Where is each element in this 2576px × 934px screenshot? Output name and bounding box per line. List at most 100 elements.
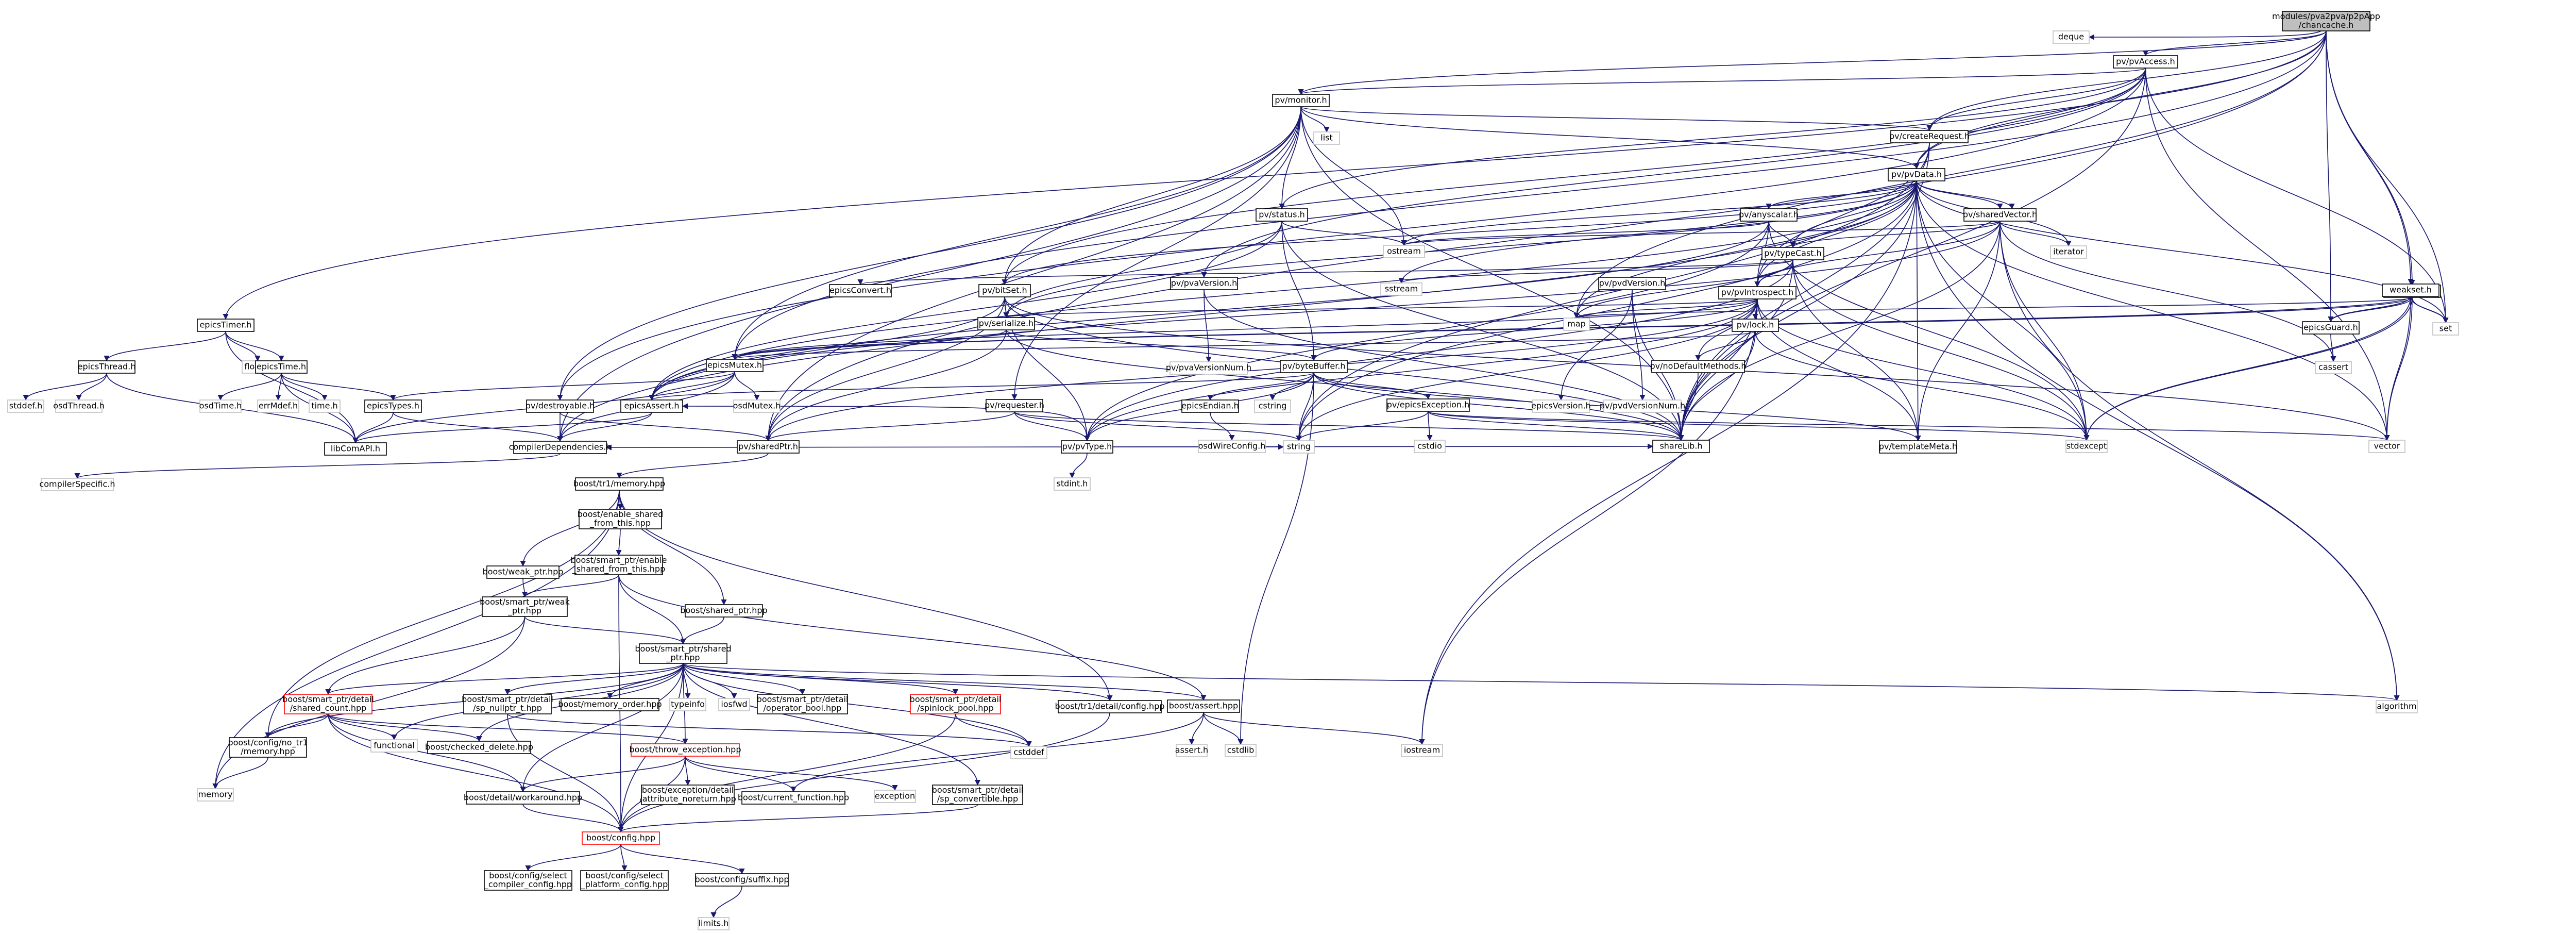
node-label-sstream: sstream <box>1385 284 1418 294</box>
node-box-pvdVersion <box>1598 277 1666 290</box>
node-spConvertible[interactable]: boost/smart_ptr/detail/sp_convertible.hp… <box>932 785 1024 805</box>
node-label-spSharedCount: /shared_count.hpp <box>290 703 367 713</box>
node-tr1memory[interactable]: boost/tr1/memory.hpp <box>573 477 665 491</box>
node-epicsTypes[interactable]: epicsTypes.h <box>364 399 422 413</box>
node-label-epicsAssert: epicsAssert.h <box>624 401 679 411</box>
node-destroyable[interactable]: pv/destroyable.h <box>526 399 595 413</box>
node-pvType[interactable]: pv/pvType.h <box>1061 440 1113 454</box>
node-excAttr[interactable]: boost/exception/detail/attribute_noretur… <box>639 785 736 805</box>
node-sharedVector[interactable]: pv/sharedVector.h <box>1963 208 2037 222</box>
node-box-excAttr <box>641 785 735 805</box>
node-pvIntrospect[interactable]: pv/pvIntrospect.h <box>1718 286 1797 299</box>
node-libComAPI[interactable]: libComAPI.h <box>324 442 387 456</box>
node-memoryOrder[interactable]: boost/memory_order.hpp <box>558 698 662 711</box>
node-pvaVersion[interactable]: pv/pvaVersion.h <box>1170 277 1238 290</box>
node-sharedLib[interactable]: shareLib.h <box>1652 440 1710 453</box>
node-pvstatus[interactable]: pv/status.h <box>1256 208 1308 222</box>
node-spOperatorBool[interactable]: boost/smart_ptr/detail/operator_bool.hpp <box>757 694 849 714</box>
edge-throwException-to-currentFunction <box>685 756 796 793</box>
node-epicsGuard[interactable]: epicsGuard.h <box>2302 321 2360 335</box>
node-label-enableShared: _from_this.hpp <box>589 518 651 528</box>
node-currentFunction[interactable]: boost/current_function.hpp <box>738 791 849 805</box>
node-box-cstddef <box>1010 746 1047 759</box>
node-configNoTr1[interactable]: boost/config/no_tr1/memory.hpp <box>228 737 308 758</box>
node-boostAssert[interactable]: boost/assert.hpp <box>1167 699 1240 713</box>
node-workaround[interactable]: boost/detail/workaround.hpp <box>464 791 582 805</box>
node-boostConfig[interactable]: boost/config.hpp <box>582 831 660 845</box>
node-selectPlatform[interactable]: boost/config/select_platform_config.hpp <box>580 870 669 891</box>
node-label-cstddef: cstddef <box>1013 747 1044 757</box>
node-box-epicsTimer <box>197 319 255 332</box>
edge-throwException-to-workaround <box>520 756 686 793</box>
node-sharedptrhpp[interactable]: boost/shared_ptr.hpp <box>680 604 768 618</box>
node-root[interactable]: modules/pva2pva/p2pApp/chancache.h <box>2272 11 2380 31</box>
node-box-cstring <box>1254 399 1291 413</box>
node-box-osdThread <box>55 399 103 413</box>
node-spSharedCount[interactable]: boost/smart_ptr/detail/shared_count.hpp <box>282 694 374 714</box>
node-spShared[interactable]: boost/smart_ptr/shared_ptr.hpp <box>635 643 732 664</box>
edge-pvaException-to-vector <box>1428 411 2389 441</box>
node-label-deque: deque <box>2058 32 2084 42</box>
node-enableShared[interactable]: boost/enable_shared_from_this.hpp <box>578 509 663 529</box>
node-pvAccess[interactable]: pv/pvAccess.h <box>2113 55 2178 69</box>
edge-spSharedCount-to-checkedDelete <box>328 713 482 742</box>
node-epicsTime[interactable]: epicsTime.h <box>255 360 308 374</box>
edge-byteBuffer-to-pvaException <box>1313 372 1431 400</box>
node-label-noDefault: pv/noDefaultMethods.h <box>1650 361 1747 371</box>
node-serialize[interactable]: pv/serialize.h <box>977 317 1035 330</box>
node-configSuffix[interactable]: boost/config/suffix.hpp <box>694 873 789 887</box>
node-weakptr[interactable]: boost/weak_ptr.hpp <box>483 565 564 579</box>
edge-lock-to-epicsMutex <box>732 331 1756 360</box>
node-epicsAssert[interactable]: epicsAssert.h <box>620 399 683 413</box>
node-epicsConvert[interactable]: epicsConvert.h <box>829 284 892 297</box>
node-pvdVersion[interactable]: pv/pvdVersion.h <box>1598 277 1666 290</box>
edge-pvstatus-to-sharedLib <box>1281 221 1684 441</box>
node-spNullptr[interactable]: boost/smart_ptr/detail/sp_nullptr_t.hpp <box>462 694 553 714</box>
node-anyscalar[interactable]: pv/anyscalar.h <box>1739 208 1799 222</box>
node-requester[interactable]: pv/requester.h <box>985 399 1044 412</box>
node-sharedPtr[interactable]: pv/sharedPtr.h <box>737 440 800 454</box>
node-throwException[interactable]: boost/throw_exception.hpp <box>630 743 741 757</box>
node-typeCast[interactable]: pv/typeCast.h <box>1761 247 1824 260</box>
node-stdinth: stdint.h <box>1054 477 1091 491</box>
node-pvaException[interactable]: pv/epicsException.h <box>1386 398 1470 412</box>
node-label-sharedptrhpp: boost/shared_ptr.hpp <box>680 606 767 616</box>
node-label-timeh: time.h <box>311 401 337 411</box>
node-label-compilerSpecific: compilerSpecific.h <box>39 479 115 489</box>
node-selectCompiler[interactable]: boost/config/select_compiler_config.hpp <box>484 870 572 891</box>
node-box-cassert <box>2315 361 2352 374</box>
edge-tr1memory-to-weakptr <box>520 490 620 567</box>
node-label-spShared: _ptr.hpp <box>666 653 700 663</box>
edge-serialize-to-sharedPtr <box>765 329 1007 442</box>
node-compilerDep[interactable]: compilerDependencies.h <box>509 441 612 454</box>
node-epicsMutex[interactable]: epicsMutex.h <box>706 359 764 372</box>
node-spSpinlockPool[interactable]: boost/smart_ptr/detail/spinlock_pool.hpp <box>910 694 1002 714</box>
node-label-pvIntrospect: pv/pvIntrospect.h <box>1721 288 1793 297</box>
node-byteBuffer[interactable]: pv/byteBuffer.h <box>1280 360 1348 373</box>
node-pvData[interactable]: pv/pvData.h <box>1888 168 1945 181</box>
node-label-compilerDep: compilerDependencies.h <box>509 442 612 452</box>
node-createRequest[interactable]: pv/createRequest.h <box>1889 130 1970 143</box>
edge-pvstatus-to-byteBuffer <box>1281 221 1317 361</box>
node-epicsThread[interactable]: epicsThread.h <box>78 360 136 374</box>
edge-spShared-to-cstddef <box>683 663 1032 747</box>
node-box-spOperatorBool <box>757 694 848 714</box>
node-noDefault[interactable]: pv/noDefaultMethods.h <box>1650 360 1747 373</box>
node-lock[interactable]: pv/lock.h <box>1732 319 1779 332</box>
node-set: set <box>2432 322 2459 336</box>
node-label-byteBuffer: pv/byteBuffer.h <box>1282 361 1345 371</box>
node-templateMeta[interactable]: pv/templateMeta.h <box>1879 440 1957 454</box>
node-tr1detailConfig[interactable]: boost/tr1/detail/config.hpp <box>1055 700 1165 713</box>
node-weakset[interactable]: weakset.h <box>2382 283 2439 297</box>
edge-pvdVersion-to-epicsVersion <box>1558 289 1633 401</box>
node-spWeak[interactable]: boost/smart_ptr/weak_ptr.hpp <box>480 596 570 617</box>
node-epicsEndian[interactable]: epicsEndian.h <box>1181 399 1239 413</box>
node-label-pvAccess: pv/pvAccess.h <box>2116 57 2175 66</box>
node-checkedDelete[interactable]: boost/checked_delete.hpp <box>425 741 533 754</box>
node-epicsTimer[interactable]: epicsTimer.h <box>197 319 255 332</box>
node-label-spEnableShared: _shared_from_this.hpp <box>572 564 665 574</box>
node-pvmonitor[interactable]: pv/monitor.h <box>1272 94 1330 107</box>
node-label-spOperatorBool: /operator_bool.hpp <box>764 703 842 713</box>
node-spEnableShared[interactable]: boost/smart_ptr/enable_shared_from_this.… <box>571 555 667 575</box>
node-bitSet[interactable]: pv/bitSet.h <box>978 284 1031 297</box>
